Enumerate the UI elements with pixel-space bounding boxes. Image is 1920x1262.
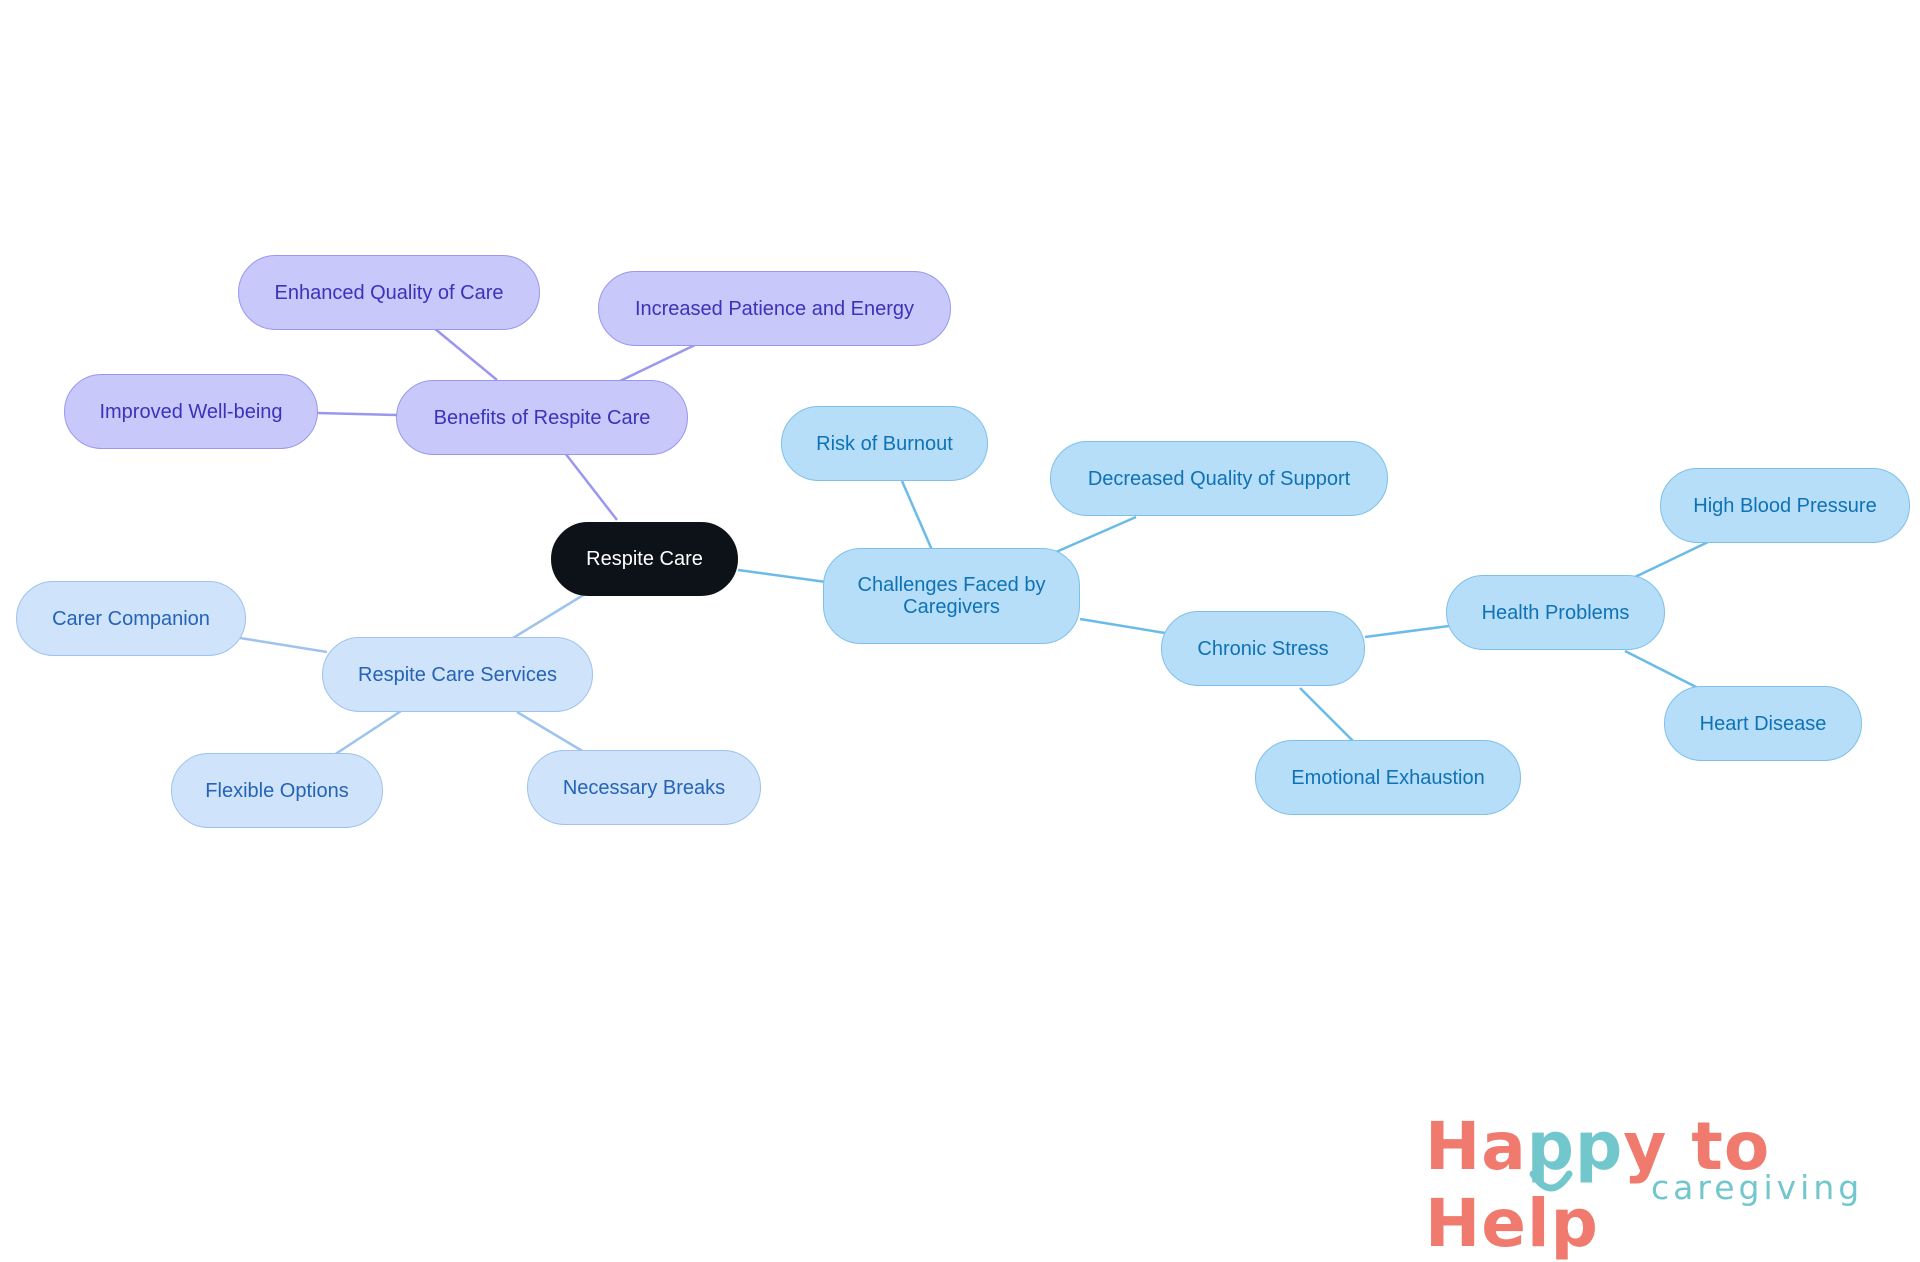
edge-root-services (512, 592, 586, 640)
edge-services-flexible (333, 709, 402, 757)
node-label-line-1: Challenges Faced by (857, 574, 1046, 596)
edge-root-benefits (564, 452, 618, 521)
edge-chronic-exhaustion (1299, 687, 1356, 744)
node-increased-patience-and-energy[interactable]: Increased Patience and Energy (598, 271, 951, 346)
edge-health-bloodpressure (1634, 540, 1709, 579)
edge-challenges-decreased (1055, 515, 1137, 554)
node-necessary-breaks[interactable]: Necessary Breaks (527, 750, 761, 825)
node-label: Respite Care Services (358, 663, 557, 686)
node-emotional-exhaustion[interactable]: Emotional Exhaustion (1255, 740, 1521, 815)
node-health-problems[interactable]: Health Problems (1446, 575, 1665, 650)
edge-services-companion (239, 636, 328, 654)
node-label: Health Problems (1481, 601, 1630, 624)
node-carer-companion[interactable]: Carer Companion (16, 581, 246, 656)
node-respite-care-services[interactable]: Respite Care Services (322, 637, 593, 712)
logo-text-part2: pp (1526, 1108, 1624, 1185)
node-improved-well-being[interactable]: Improved Well-being (64, 374, 318, 449)
node-label: Respite Care (586, 548, 703, 570)
edge-health-heart (1624, 649, 1701, 691)
node-respite-care-root[interactable]: Respite Care (551, 522, 738, 596)
node-enhanced-quality-of-care[interactable]: Enhanced Quality of Care (238, 255, 540, 330)
edge-benefits-wellbeing (316, 411, 398, 417)
edge-services-breaks (516, 710, 585, 754)
node-label-text: Challenges Faced by Caregivers (858, 574, 1046, 618)
node-label: Emotional Exhaustion (1291, 766, 1485, 789)
node-label: Enhanced Quality of Care (274, 281, 504, 304)
edge-benefits-enhanced (433, 327, 498, 381)
node-label: Increased Patience and Energy (634, 297, 915, 320)
node-benefits-of-respite-care[interactable]: Benefits of Respite Care (396, 380, 688, 455)
node-label: Flexible Options (205, 779, 349, 802)
node-high-blood-pressure[interactable]: High Blood Pressure (1660, 468, 1910, 543)
edge-benefits-patience (619, 342, 698, 383)
node-label: Decreased Quality of Support (1087, 467, 1351, 490)
node-label-line-2: Caregivers (903, 596, 1000, 618)
node-flexible-options[interactable]: Flexible Options (171, 753, 383, 828)
edge-chronic-health (1364, 624, 1450, 639)
edge-challenges-burnout (900, 480, 934, 551)
node-label: Necessary Breaks (562, 776, 726, 799)
node-label: Improved Well-being (99, 400, 283, 423)
logo-text-part1: Ha (1425, 1108, 1527, 1185)
edge-root-challenges (737, 568, 827, 584)
node-label: Heart Disease (1699, 712, 1827, 735)
node-label: Risk of Burnout (816, 432, 953, 455)
logo-tagline: caregiving (1651, 1168, 1864, 1207)
smile-icon (1529, 1170, 1573, 1192)
node-label: High Blood Pressure (1693, 494, 1877, 517)
node-challenges-faced-by-caregivers[interactable]: Challenges Faced by Caregivers (823, 548, 1080, 644)
connector-lines (239, 327, 1709, 757)
node-decreased-quality-of-support[interactable]: Decreased Quality of Support (1050, 441, 1388, 516)
edge-challenges-chronic (1079, 617, 1166, 635)
node-risk-of-burnout[interactable]: Risk of Burnout (781, 406, 988, 481)
node-label: Benefits of Respite Care (433, 406, 651, 429)
node-label: Carer Companion (52, 607, 210, 630)
happy-to-help-logo: Happy to Help caregiving (1425, 1108, 1905, 1262)
mind-map: Respite Care Benefits of Respite Care En… (16, 255, 1910, 828)
node-label: Chronic Stress (1197, 637, 1329, 660)
node-heart-disease[interactable]: Heart Disease (1664, 686, 1862, 761)
node-chronic-stress[interactable]: Chronic Stress (1161, 611, 1365, 686)
